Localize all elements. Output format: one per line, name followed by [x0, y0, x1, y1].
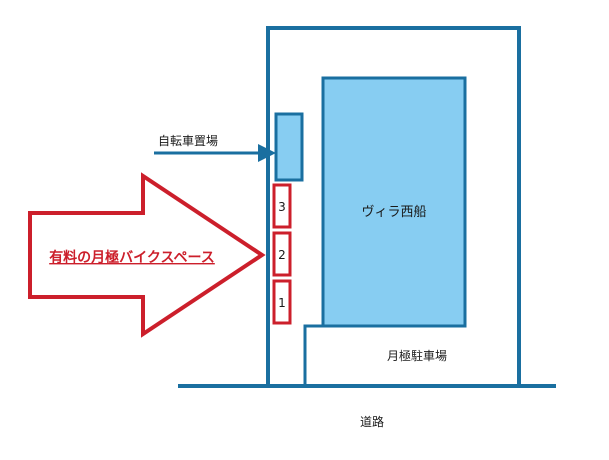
- bicycle-parking-area: [274, 112, 304, 182]
- bike-slot-2-label: 2: [278, 248, 286, 262]
- bike-slot-3-label: 3: [278, 200, 286, 214]
- paid-bike-space-label: 有料の月極バイクスペース: [49, 249, 215, 266]
- bike-slot-1: [272, 279, 292, 325]
- monthly-parking-label: 月極駐車場: [387, 348, 447, 363]
- road-label: 道路: [360, 414, 384, 429]
- bicycle-parking-arrowhead: [258, 144, 276, 162]
- bike-slot-1-label: 1: [278, 296, 286, 310]
- bike-slot-3: [272, 183, 292, 229]
- bicycle-parking-label: 自転車置場: [158, 134, 218, 148]
- property-boundary: [266, 26, 521, 386]
- bike-slot-2: [272, 231, 292, 277]
- paid-bike-space-arrow: [28, 172, 266, 338]
- building-block: [321, 76, 467, 328]
- building-label: ヴィラ西船: [361, 204, 426, 220]
- parking-boundary: [303, 324, 323, 386]
